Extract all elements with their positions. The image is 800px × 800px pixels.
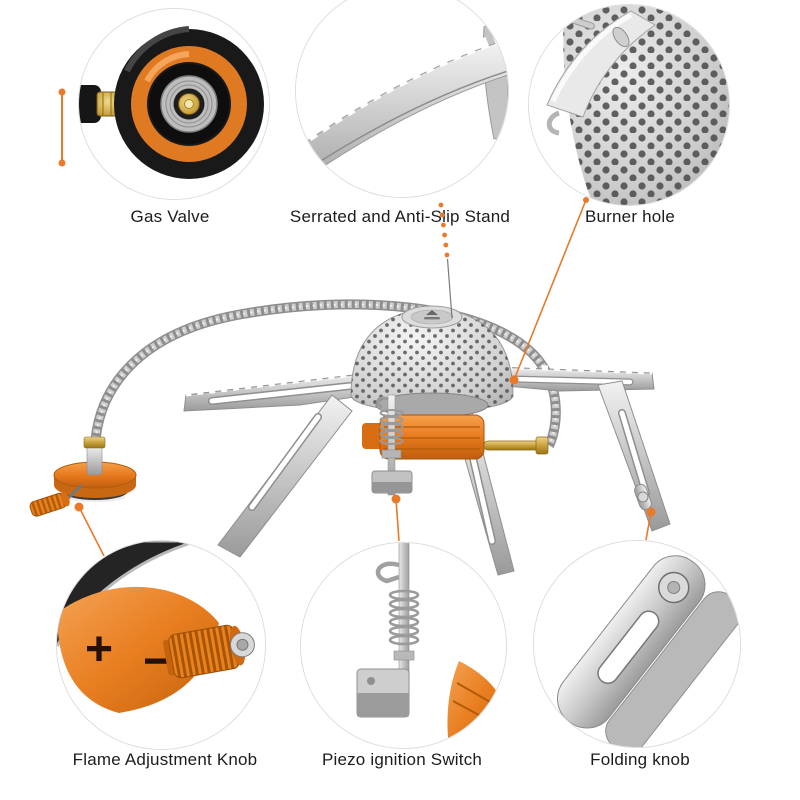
valve-body [362, 392, 549, 460]
brand-logo-mark [426, 310, 438, 315]
gas-valve-assembly [29, 436, 137, 517]
left-support-arm [183, 369, 371, 558]
piezo-ignition-switch-photo [301, 543, 506, 748]
label-flame-adjustment-knob: Flame Adjustment Knob [72, 750, 258, 769]
label-piezo-ignition-switch: Piezo ignition Switch [321, 750, 483, 769]
folding-knob-photo [534, 541, 740, 747]
callout-flame-adjustment-knob: + − [56, 540, 266, 750]
label-burner-hole: Burner hole [584, 207, 676, 226]
callout-gas-valve [78, 8, 270, 200]
callout-folding-knob [533, 540, 741, 748]
callout-piezo-ignition-switch [300, 542, 507, 749]
knurled-knob [162, 624, 255, 679]
callout-burner-hole [528, 4, 730, 206]
gas-valve-photo [79, 9, 269, 199]
piezo-ignition-column [371, 394, 413, 496]
gas-inlet-tube [483, 440, 543, 451]
label-gas-valve: Gas Valve [130, 207, 210, 226]
callout-serrated-stand [295, 0, 509, 198]
plus-marking: + [85, 623, 113, 676]
label-folding-knob: Folding knob [590, 750, 690, 769]
flame-adjustment-knob-photo: + − [57, 541, 265, 749]
serrated-stand-photo [296, 0, 508, 197]
label-serrated-stand: Serrated and Anti-Slip Stand [289, 207, 511, 226]
flame-adjustment-knob-on-stove [29, 491, 70, 517]
burner-hole-photo [529, 5, 729, 205]
